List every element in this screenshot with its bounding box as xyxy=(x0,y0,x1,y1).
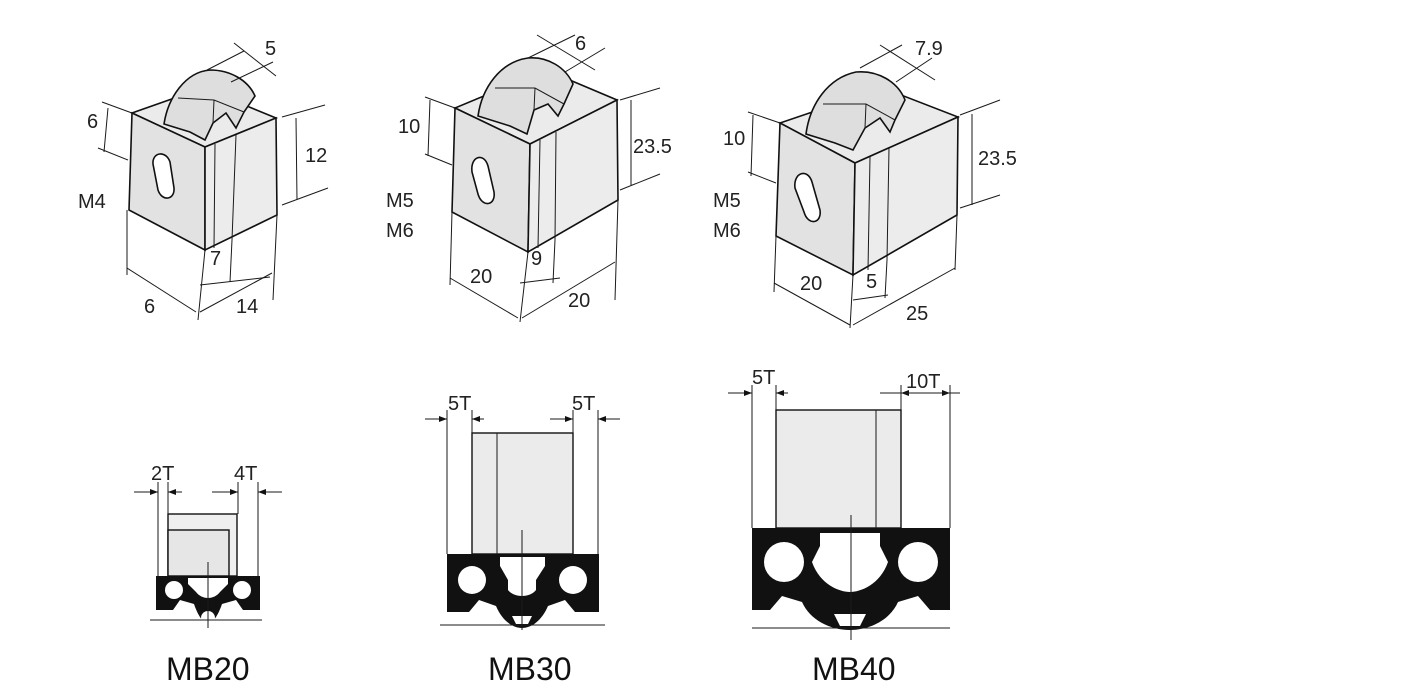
mb40-section-block xyxy=(775,409,902,529)
mb20-section-block xyxy=(167,529,230,577)
mb20-dim-depth: 6 xyxy=(144,296,155,318)
mb30-tab xyxy=(477,57,574,136)
mb20-section-view: 2T 4T MB20 xyxy=(134,463,282,687)
mb40-dim-left-height: 10 xyxy=(723,128,745,150)
mb30-dim-front-offset: 9 xyxy=(531,248,542,270)
mb40-gap-right: 10T xyxy=(906,371,940,393)
mb30-face-line xyxy=(537,131,557,249)
mb20-dim-right-height: 12 xyxy=(305,145,327,167)
mb20-gap-left: 2T xyxy=(151,463,174,485)
mb30-dim-depth: 20 xyxy=(470,266,492,288)
mb30-dim-width: 20 xyxy=(568,290,590,312)
mb20-dims: 5 6 12 M4 7 6 14 xyxy=(78,38,329,321)
mb30-slot-hole xyxy=(471,156,495,205)
mb20-face-line xyxy=(213,134,237,249)
mb30-tab-line xyxy=(495,87,565,111)
mb30-gap-left: 5T xyxy=(448,393,471,415)
mb20-dim-front-offset: 7 xyxy=(210,248,221,270)
mb20-section-dims: 2T 4T xyxy=(134,463,282,576)
mb30-thread-b: M6 xyxy=(386,220,414,242)
mb20-slot-hole xyxy=(152,153,175,199)
mb40-tab xyxy=(805,71,906,152)
mb40-section-view: 5T 10T MB40 xyxy=(728,367,960,687)
mb40-dim-width: 25 xyxy=(906,303,928,325)
mb30-iso-view: 6 10 23.5 M5 M6 9 20 20 xyxy=(386,33,672,323)
mb30-label: MB30 xyxy=(488,651,572,687)
mb40-dim-depth: 20 xyxy=(800,273,822,295)
mb20-tab-line xyxy=(177,97,245,124)
mb20-thread: M4 xyxy=(78,191,106,213)
mb40-dim-right-height: 23.5 xyxy=(978,148,1017,170)
mb30-section-dims: 5T 5T xyxy=(425,393,620,554)
mb20-label: MB20 xyxy=(166,651,250,687)
mb40-face-line xyxy=(867,147,890,271)
mb30-dim-right-height: 23.5 xyxy=(633,136,672,158)
mb20-gap-right: 4T xyxy=(234,463,257,485)
mb20-dim-top: 5 xyxy=(265,38,276,60)
mb30-dims: 6 10 23.5 M5 M6 9 20 20 xyxy=(386,33,672,323)
mb20-dim-width: 14 xyxy=(236,296,258,318)
mb40-dims: 7.9 10 23.5 M5 M6 5 20 25 xyxy=(713,38,1017,329)
mb40-tab-line xyxy=(823,103,896,129)
mb30-gap-right: 5T xyxy=(572,393,595,415)
mb40-iso-view: 7.9 10 23.5 M5 M6 5 20 25 xyxy=(713,38,1017,329)
mb20-tab xyxy=(163,69,256,142)
mb30-thread-a: M5 xyxy=(386,190,414,212)
mb40-gap-left: 5T xyxy=(752,367,775,389)
mb40-dim-top: 7.9 xyxy=(915,38,943,60)
mb20-iso-view: 5 6 12 M4 7 6 14 xyxy=(78,38,329,321)
mb40-label: MB40 xyxy=(812,651,896,687)
mb30-dim-top: 6 xyxy=(575,33,586,55)
mb40-thread-b: M6 xyxy=(713,220,741,242)
mb40-slot-hole xyxy=(794,172,821,223)
mb40-thread-a: M5 xyxy=(713,190,741,212)
mb40-section-dims: 5T 10T xyxy=(728,367,960,528)
mb40-dim-front-offset: 5 xyxy=(866,271,877,293)
mb20-dim-left-height: 6 xyxy=(87,111,98,133)
mb30-dim-left-height: 10 xyxy=(398,116,420,138)
mb30-section-view: 5T 5T MB30 xyxy=(425,393,620,687)
